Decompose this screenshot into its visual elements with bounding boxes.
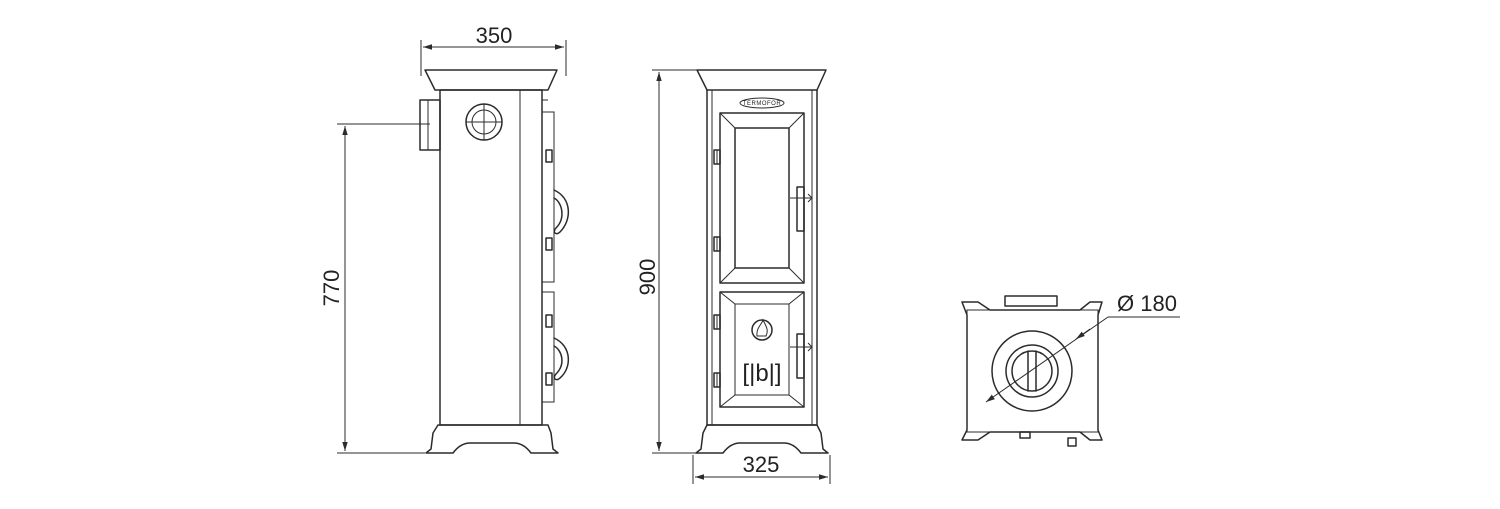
front-base bbox=[695, 424, 829, 454]
side-top-cap bbox=[424, 69, 558, 91]
dimension-flue-height: 770 bbox=[319, 123, 430, 454]
side-hinge-1 bbox=[545, 149, 553, 163]
side-width-label: 350 bbox=[476, 23, 513, 48]
front-view: TERMOFOR bbox=[695, 69, 829, 454]
flame-emblem-icon bbox=[751, 319, 773, 341]
front-hinge-lower bbox=[713, 314, 721, 388]
side-body bbox=[439, 89, 543, 426]
top-flue-outlet-icon bbox=[991, 330, 1073, 412]
flue-height-label: 770 bbox=[319, 270, 344, 307]
brand-plate-logo bbox=[739, 97, 785, 109]
air-vent-symbol: [|b|] bbox=[742, 360, 781, 387]
top-rear-flue-stub bbox=[1004, 295, 1058, 307]
upper-glass-door bbox=[719, 112, 805, 284]
side-flue-hole-icon bbox=[465, 103, 503, 141]
top-front-knob-1 bbox=[1019, 431, 1031, 439]
front-width-label: 325 bbox=[743, 452, 780, 477]
lower-ash-door: [|b|] bbox=[719, 291, 805, 408]
dimension-front-height: 900 bbox=[635, 69, 700, 454]
side-base bbox=[425, 424, 559, 454]
top-front-knob-2 bbox=[1067, 437, 1077, 447]
side-handle-lower bbox=[553, 337, 569, 381]
flue-pipe-stub bbox=[419, 99, 441, 151]
side-hinge-2 bbox=[545, 237, 553, 251]
side-view bbox=[419, 69, 569, 454]
side-hinge-4 bbox=[545, 372, 553, 386]
brand-plate-text: TERMOFOR bbox=[743, 101, 781, 107]
dimension-front-width: 325 bbox=[692, 452, 831, 484]
top-plate bbox=[961, 301, 1103, 441]
side-handle-upper bbox=[553, 189, 569, 235]
upper-door-handle bbox=[790, 186, 813, 232]
side-hinge-3 bbox=[545, 314, 553, 328]
front-hinge-upper bbox=[713, 149, 721, 252]
front-top-cap bbox=[696, 69, 827, 91]
dimension-side-width: 350 bbox=[420, 23, 567, 76]
front-height-label: 900 bbox=[635, 259, 660, 296]
dimension-flue-diameter: Ø 180 bbox=[985, 291, 1180, 403]
lower-door-handle bbox=[790, 333, 813, 379]
flue-diameter-label: Ø 180 bbox=[1117, 291, 1177, 316]
top-view bbox=[961, 295, 1103, 447]
